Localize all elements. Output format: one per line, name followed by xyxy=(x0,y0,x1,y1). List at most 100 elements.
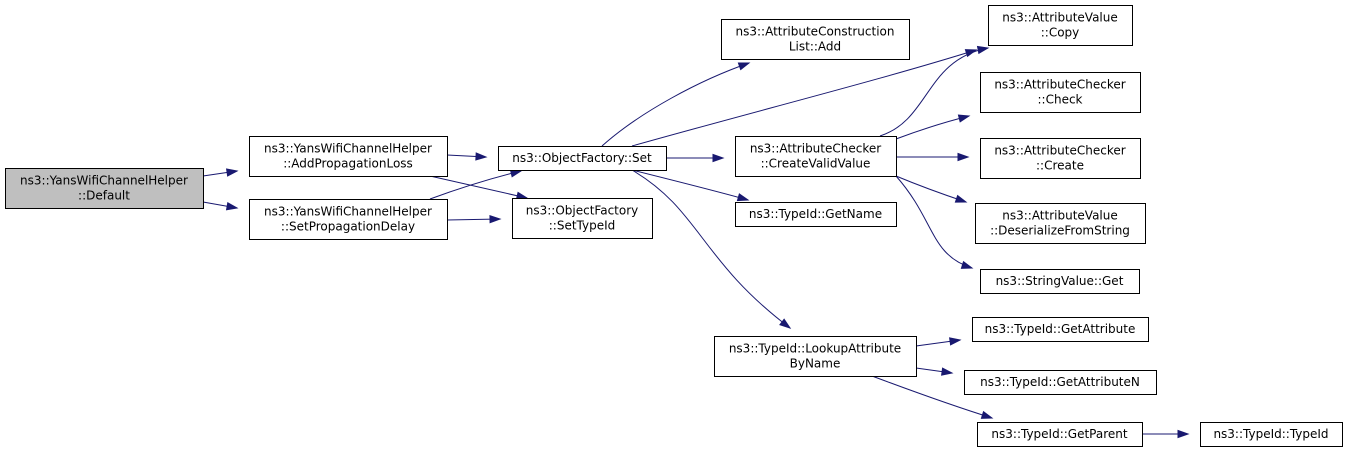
node-ofsettype[interactable]: ns3::ObjectFactory::SetTypeId xyxy=(512,198,653,239)
edge-ofset-to-tidLookup xyxy=(631,169,792,329)
edge-line xyxy=(879,47,989,137)
edge-arrowhead xyxy=(980,410,994,419)
node-box xyxy=(1200,422,1343,447)
node-label-line: ns3::AttributeChecker xyxy=(994,78,1125,92)
node-acCreateValid[interactable]: ns3::AttributeChecker::CreateValidValue xyxy=(735,136,897,177)
edge-tidLookup-to-tidGetParent xyxy=(871,375,994,419)
node-label-line: ::DeserializeFromString xyxy=(990,224,1130,238)
node-box xyxy=(498,146,667,171)
node-label-line: ns3::TypeId::GetName xyxy=(749,207,882,221)
node-label-line: ns3::AttributeValue xyxy=(1002,11,1118,25)
node-box xyxy=(249,199,448,240)
edge-line xyxy=(631,49,977,147)
edges-layer xyxy=(202,45,1190,439)
edge-line xyxy=(895,175,973,269)
node-label-line: ns3::TypeId::LookupAttribute xyxy=(729,342,901,356)
edge-arrowhead xyxy=(712,153,725,163)
edge-arrowhead xyxy=(976,45,990,55)
node-box xyxy=(735,202,897,227)
node-label-line: ::CreateValidValue xyxy=(761,157,871,171)
node-tidGetAttrN[interactable]: ns3::TypeId::GetAttributeN xyxy=(964,370,1157,395)
node-tidTypeId[interactable]: ns3::TypeId::TypeId xyxy=(1200,422,1343,447)
node-box xyxy=(964,370,1157,395)
edge-arrowhead xyxy=(949,337,962,346)
node-box xyxy=(5,168,204,209)
node-label-line: ns3::YansWifiChannelHelper xyxy=(20,174,188,188)
node-label-line: ::Default xyxy=(78,189,130,203)
edge-line xyxy=(631,169,749,201)
node-label-line: ns3::AttributeChecker xyxy=(994,144,1125,158)
node-label-line: ns3::TypeId::GetAttribute xyxy=(985,322,1136,336)
edge-arrowhead xyxy=(941,367,954,376)
edge-acCreateValid-to-svGet xyxy=(895,175,974,269)
edge-acCreateValid-to-avCopy xyxy=(879,45,990,137)
node-label-line: ns3::ObjectFactory xyxy=(526,204,639,218)
edge-arrowhead xyxy=(960,260,974,269)
node-box xyxy=(249,136,448,177)
edge-line xyxy=(429,175,528,199)
edge-arrowhead xyxy=(737,62,751,71)
node-box xyxy=(977,422,1143,447)
node-default[interactable]: ns3::YansWifiChannelHelper::Default xyxy=(5,168,204,209)
node-addprop[interactable]: ns3::YansWifiChannelHelper::AddPropagati… xyxy=(249,136,448,177)
node-label-line: ::Copy xyxy=(1041,26,1080,40)
edge-arrowhead xyxy=(225,202,239,211)
node-box xyxy=(735,136,897,177)
node-ofset[interactable]: ns3::ObjectFactory::Set xyxy=(498,146,667,171)
node-avCopy[interactable]: ns3::AttributeValue::Copy xyxy=(988,5,1133,46)
node-label-line: ::AddPropagationLoss xyxy=(283,157,413,171)
node-label-line: ns3::AttributeValue xyxy=(1002,209,1118,223)
edge-default-to-addprop xyxy=(202,168,239,177)
edge-arrowhead xyxy=(954,194,968,203)
node-label-line: ns3::YansWifiChannelHelper xyxy=(264,142,432,156)
node-acCheck[interactable]: ns3::AttributeChecker::Check xyxy=(980,72,1141,113)
edge-arrowhead xyxy=(957,114,971,123)
node-label-line: ::Check xyxy=(1038,93,1083,107)
node-box xyxy=(512,198,653,239)
node-label-line: ::SetPropagationDelay xyxy=(281,220,415,234)
node-box xyxy=(721,19,910,60)
node-box xyxy=(988,5,1133,46)
nodes-layer: ns3::YansWifiChannelHelper::Defaultns3::… xyxy=(5,5,1343,447)
node-label-line: ::SetTypeId xyxy=(549,219,616,233)
node-box xyxy=(980,138,1141,179)
edge-addprop-to-ofsettype xyxy=(429,175,529,200)
edge-arrowhead xyxy=(957,152,970,162)
node-label-line: ns3::ObjectFactory::Set xyxy=(512,151,652,165)
edge-acCreateValid-to-acCheck xyxy=(895,114,971,140)
node-label-line: ns3::YansWifiChannelHelper xyxy=(264,205,432,219)
edge-arrowhead xyxy=(225,168,239,177)
edge-line xyxy=(601,62,750,147)
edge-addprop-to-ofset xyxy=(446,152,488,161)
edge-ofset-to-acCreateValid xyxy=(666,153,725,163)
node-label-line: ns3::StringValue::Get xyxy=(996,274,1124,288)
edge-arrowhead xyxy=(736,193,750,202)
node-label-line: List::Add xyxy=(789,40,841,54)
node-acCreate[interactable]: ns3::AttributeChecker::Create xyxy=(980,138,1141,179)
node-tidGetParent[interactable]: ns3::TypeId::GetParent xyxy=(977,422,1143,447)
node-label-line: ns3::TypeId::GetAttributeN xyxy=(980,375,1140,389)
edge-arrowhead xyxy=(489,214,502,224)
node-setprop[interactable]: ns3::YansWifiChannelHelper::SetPropagati… xyxy=(249,199,448,240)
edge-tidGetParent-to-tidTypeId xyxy=(1142,429,1190,439)
node-box xyxy=(975,203,1146,244)
node-box xyxy=(980,269,1140,294)
node-label-line: ns3::TypeId::TypeId xyxy=(1213,427,1328,441)
node-avDeser[interactable]: ns3::AttributeValue::DeserializeFromStri… xyxy=(975,203,1146,244)
node-label-line: ns3::TypeId::GetParent xyxy=(991,427,1127,441)
node-svGet[interactable]: ns3::StringValue::Get xyxy=(980,269,1140,294)
node-tidGetName[interactable]: ns3::TypeId::GetName xyxy=(735,202,897,227)
edge-arrowhead xyxy=(475,152,488,161)
edge-ofset-to-aclAdd xyxy=(601,62,751,147)
node-tidGetAttr[interactable]: ns3::TypeId::GetAttribute xyxy=(972,317,1149,342)
edge-default-to-setprop xyxy=(202,201,239,211)
node-label-line: ByName xyxy=(790,357,841,371)
edge-line xyxy=(871,375,993,419)
node-label-line: ns3::AttributeChecker xyxy=(750,142,881,156)
node-box xyxy=(972,317,1149,342)
node-box xyxy=(980,72,1141,113)
